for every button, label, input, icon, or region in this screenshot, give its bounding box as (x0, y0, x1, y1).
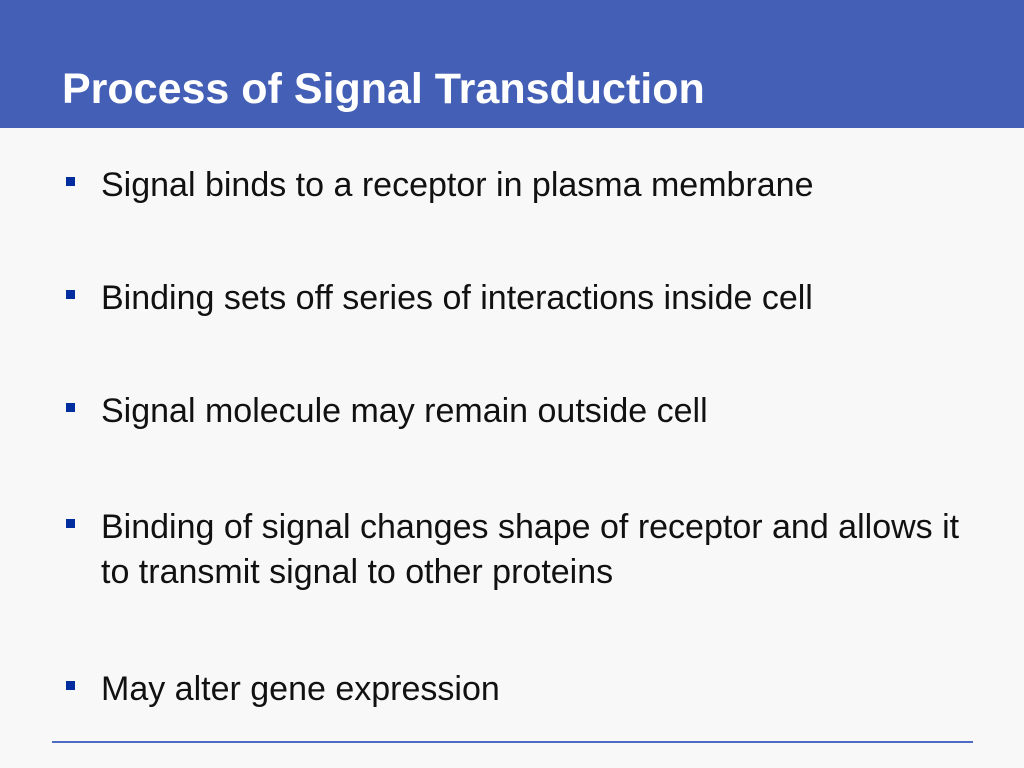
slide-title: Process of Signal Transduction (62, 65, 705, 113)
square-bullet-icon (66, 403, 75, 412)
bullet-text: Binding of signal changes shape of recep… (101, 508, 960, 591)
square-bullet-icon (66, 681, 75, 690)
bullet-text: May alter gene expression (101, 670, 500, 708)
square-bullet-icon (66, 519, 75, 528)
bullet-text: Binding sets off series of interactions … (101, 279, 813, 317)
square-bullet-icon (66, 290, 75, 299)
bullet-text: Signal binds to a receptor in plasma mem… (101, 166, 814, 204)
square-bullet-icon (66, 177, 75, 186)
footer-divider (52, 741, 973, 743)
bullet-text: Signal molecule may remain outside cell (101, 392, 708, 430)
title-bar: Process of Signal Transduction (0, 0, 1024, 128)
